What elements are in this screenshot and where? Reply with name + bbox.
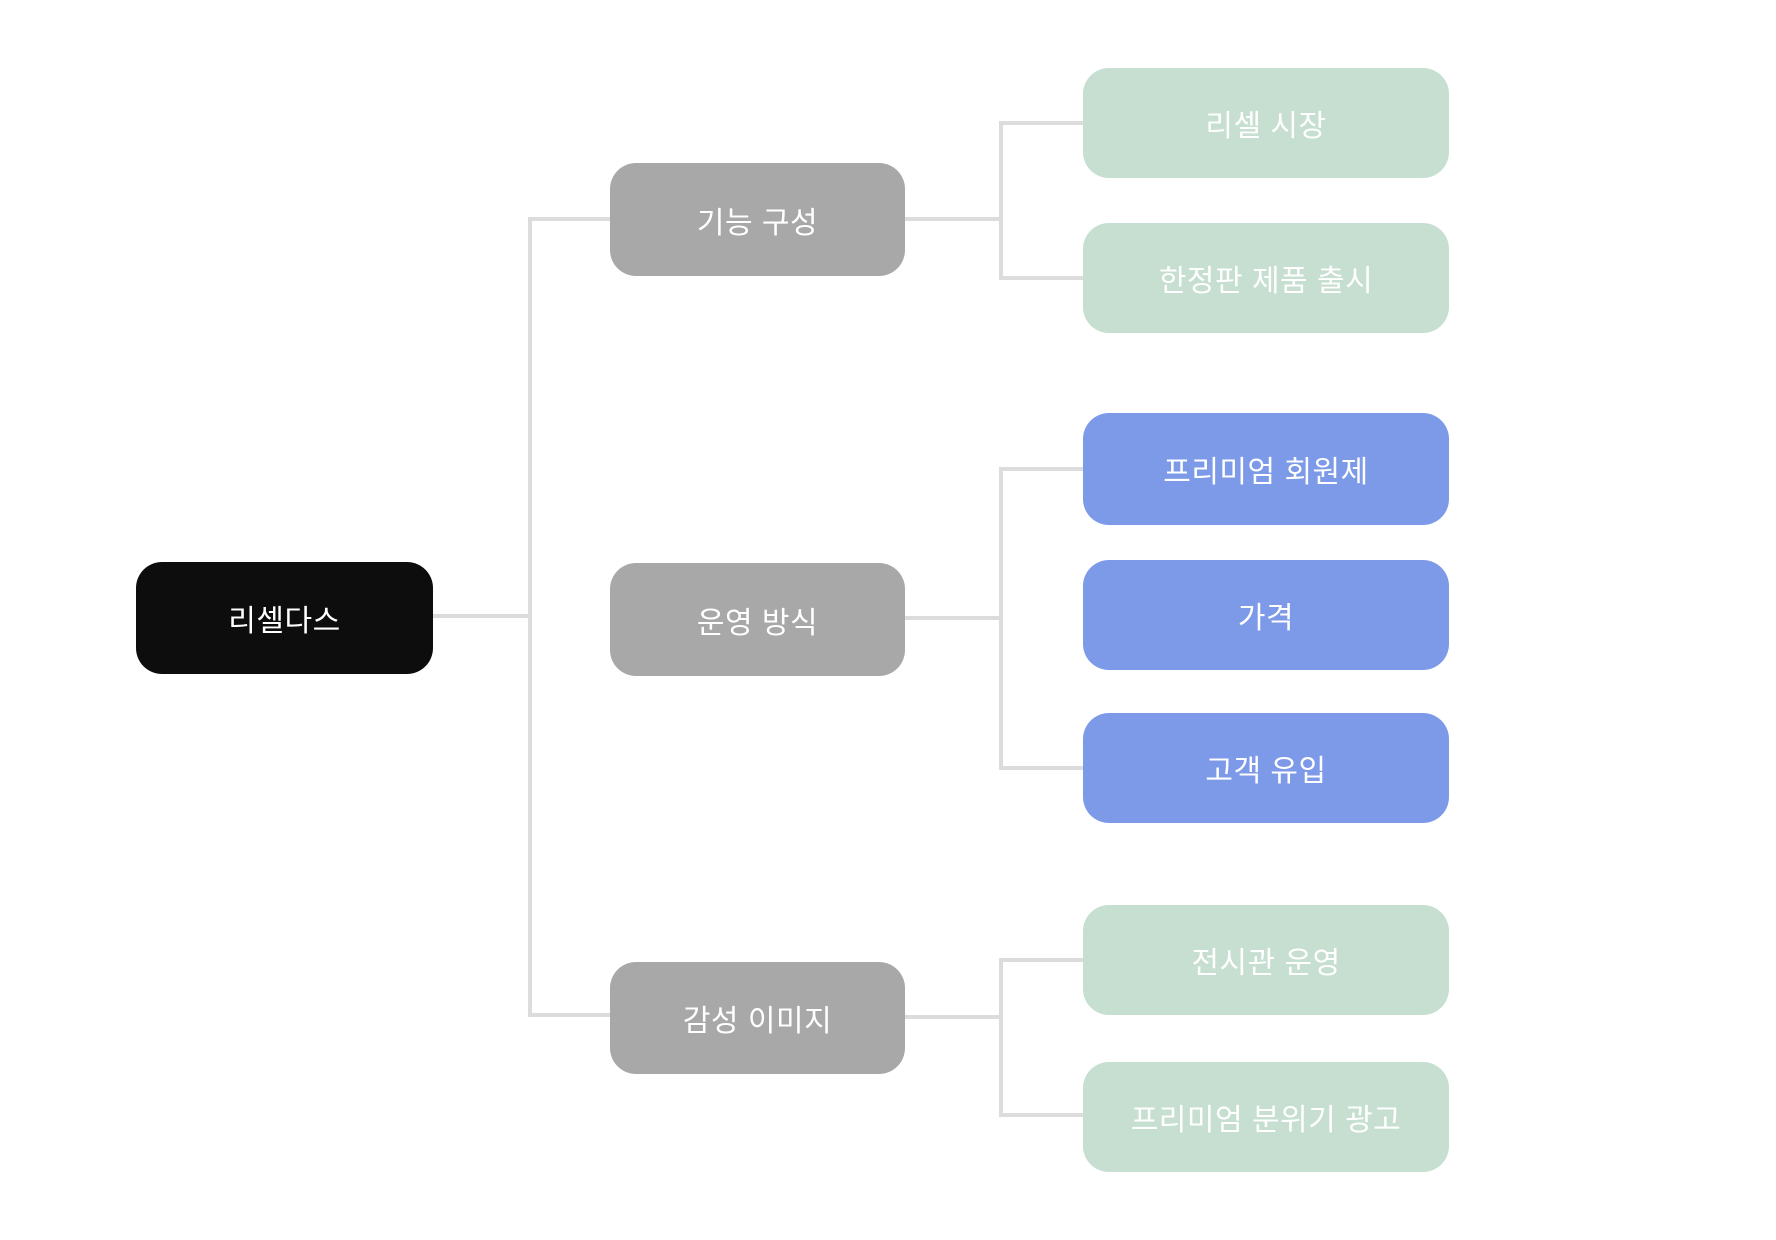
connector-features-to-rail bbox=[905, 217, 1001, 221]
connector-rail-to-premium-mood-ads bbox=[999, 1113, 1083, 1117]
leaf-node-limited-edition-launch[interactable]: 한정판 제품 출시 bbox=[1083, 223, 1449, 333]
connector-emotional-image-rail bbox=[999, 958, 1003, 1117]
root-node[interactable]: 리셀다스 bbox=[136, 562, 433, 674]
connector-trunk-to-branch-emotional-image bbox=[528, 1013, 610, 1017]
branch-node-operations[interactable]: 운영 방식 bbox=[610, 563, 905, 676]
connector-rail-to-premium-membership bbox=[999, 467, 1083, 471]
connector-operations-rail bbox=[999, 467, 1003, 770]
leaf-node-premium-membership[interactable]: 프리미엄 회원제 bbox=[1083, 413, 1449, 525]
connector-rail-to-exhibition bbox=[999, 958, 1083, 962]
connector-left-trunk bbox=[528, 217, 532, 1017]
leaf-node-price[interactable]: 가격 bbox=[1083, 560, 1449, 670]
leaf-node-customer-acquisition[interactable]: 고객 유입 bbox=[1083, 713, 1449, 823]
connector-rail-to-resale-market bbox=[999, 121, 1083, 125]
leaf-node-resale-market[interactable]: 리셀 시장 bbox=[1083, 68, 1449, 178]
connector-trunk-to-branch-features bbox=[528, 217, 610, 221]
branch-node-emotional-image[interactable]: 감성 이미지 bbox=[610, 962, 905, 1074]
branch-node-features[interactable]: 기능 구성 bbox=[610, 163, 905, 276]
connector-rail-to-limited-edition bbox=[999, 276, 1083, 280]
connector-rail-to-customer-acquisition bbox=[999, 766, 1083, 770]
connector-operations-to-rail bbox=[905, 616, 1001, 620]
leaf-node-premium-mood-ads[interactable]: 프리미엄 분위기 광고 bbox=[1083, 1062, 1449, 1172]
connector-root-to-trunk bbox=[433, 614, 532, 618]
leaf-node-exhibition-operation[interactable]: 전시관 운영 bbox=[1083, 905, 1449, 1015]
connector-features-rail bbox=[999, 121, 1003, 280]
connector-emotional-image-to-rail bbox=[905, 1015, 1001, 1019]
